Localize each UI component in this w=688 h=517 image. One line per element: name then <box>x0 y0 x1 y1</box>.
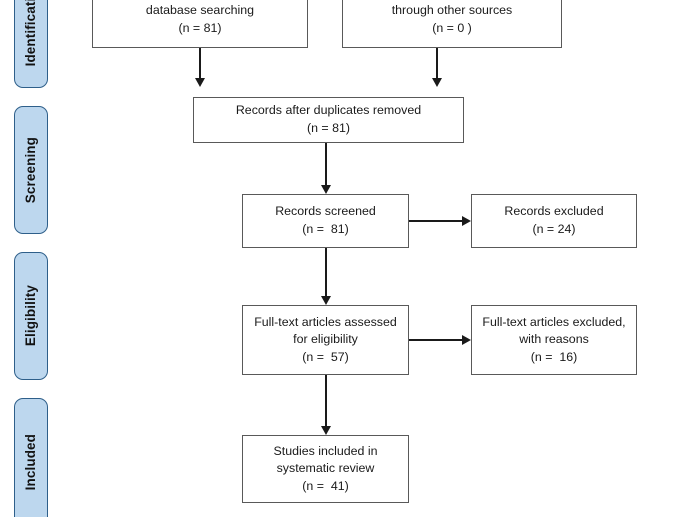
arrowhead-database-to-duplicates <box>194 78 205 87</box>
box-duplicates-removed: Records after duplicates removed (n = 81… <box>193 97 464 143</box>
box-database-records: Records identified through database sear… <box>92 0 308 48</box>
box-other-records-line2: through other sources <box>391 3 513 18</box>
box-records-screened-line1: Records screened <box>275 204 376 219</box>
box-fulltext-excluded-line1: Full-text articles excluded, <box>482 314 626 329</box>
box-other-records-count: (n = 0 ) <box>432 20 472 35</box>
stage-label-eligibility: Eligibility <box>23 285 39 347</box>
arrowhead-screened-to-fulltext <box>320 296 331 305</box>
box-fulltext-excluded: Full-text articles excluded, with reason… <box>471 305 637 375</box>
box-other-records: Additional records identified through ot… <box>342 0 562 48</box>
stage-label-screening: Screening <box>23 136 39 204</box>
box-duplicates-removed-count: (n = 81) <box>306 121 351 135</box>
stage-label-included: Included <box>23 433 39 491</box>
arrowhead-duplicates-to-screened <box>320 185 331 194</box>
stage-pill-identification: Identification <box>14 0 48 88</box>
connector-fulltext-to-included <box>325 375 327 426</box>
box-studies-included: Studies included in systematic review (n… <box>242 435 409 503</box>
connector-duplicates-to-screened <box>325 143 327 185</box>
box-fulltext-assessed: Full-text articles assessed for eligibil… <box>242 305 409 375</box>
box-database-records-count: (n = 81) <box>178 20 222 35</box>
box-studies-included-count: (n = 41) <box>302 478 349 493</box>
connector-screened-to-fulltext <box>325 248 327 296</box>
connector-screened-to-excluded <box>409 220 463 222</box>
connector-database-to-duplicates <box>199 48 201 79</box>
arrowhead-other-to-duplicates <box>431 78 442 87</box>
box-fulltext-assessed-line2: for eligibility <box>293 332 358 347</box>
box-fulltext-assessed-count: (n = 57) <box>302 349 349 364</box>
stage-pill-screening: Screening <box>14 106 48 234</box>
box-records-excluded-count: (n = 24) <box>532 222 576 236</box>
connector-other-to-duplicates <box>436 48 438 79</box>
box-records-excluded: Records excluded (n = 24) <box>471 194 637 248</box>
box-database-records-line2: database searching <box>145 3 255 18</box>
box-fulltext-assessed-line1: Full-text articles assessed <box>254 314 397 329</box>
arrowhead-fulltext-to-included <box>320 426 331 435</box>
arrowhead-screened-to-excluded <box>462 215 471 226</box>
box-studies-included-line1: Studies included in <box>273 443 378 458</box>
box-studies-included-line2: systematic review <box>276 461 375 476</box>
arrowhead-fulltext-to-excluded <box>462 334 471 345</box>
stage-label-identification: Identification <box>23 0 39 67</box>
box-records-screened: Records screened (n = 81) <box>242 194 409 248</box>
stage-pill-eligibility: Eligibility <box>14 252 48 380</box>
box-records-screened-count: (n = 81) <box>302 222 349 236</box>
box-fulltext-excluded-line2: with reasons <box>519 332 589 347</box>
box-duplicates-removed-line1: Records after duplicates removed <box>235 103 422 118</box>
connector-fulltext-to-excluded <box>409 339 463 341</box>
box-records-excluded-line1: Records excluded <box>504 204 604 219</box>
box-fulltext-excluded-count: (n = 16) <box>530 349 578 364</box>
stage-pill-included: Included <box>14 398 48 517</box>
